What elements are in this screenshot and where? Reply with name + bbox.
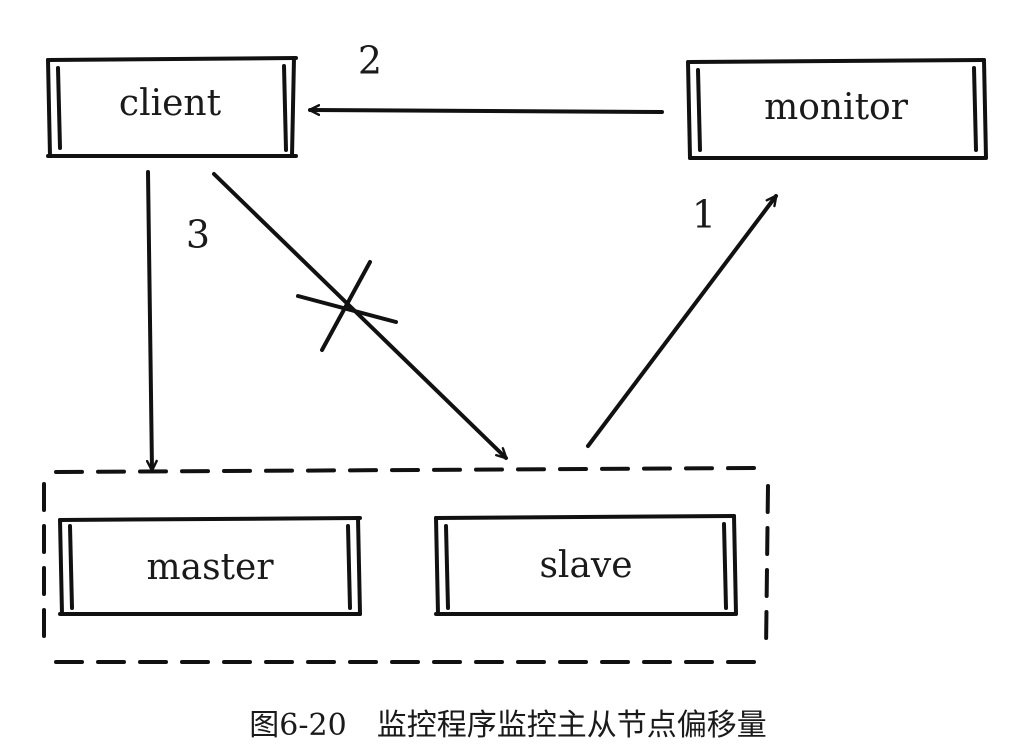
client-label: client — [119, 83, 222, 124]
edge-label-3: 3 — [186, 213, 210, 257]
monitor-label: monitor — [764, 87, 909, 128]
slave-label: slave — [539, 545, 632, 586]
edge-slave-to-monitor: 1 — [586, 193, 778, 448]
client-node: client — [46, 56, 298, 158]
edge-label-1: 1 — [692, 193, 716, 237]
edge-client-to-master: 3 — [145, 170, 210, 472]
monitor-node: monitor — [686, 58, 988, 160]
master-label: master — [146, 547, 274, 588]
slave-node: slave — [434, 514, 738, 616]
replication-group — [42, 466, 770, 664]
cross-mark — [296, 294, 398, 324]
edge-monitor-to-client: 2 — [308, 39, 664, 117]
edge-client-to-slave-blocked — [212, 172, 508, 460]
edge-label-2: 2 — [358, 39, 382, 83]
cross-mark — [320, 260, 372, 352]
figure-caption: 图6-20 监控程序监控主从节点偏移量 — [249, 708, 767, 743]
master-node: master — [58, 516, 362, 616]
